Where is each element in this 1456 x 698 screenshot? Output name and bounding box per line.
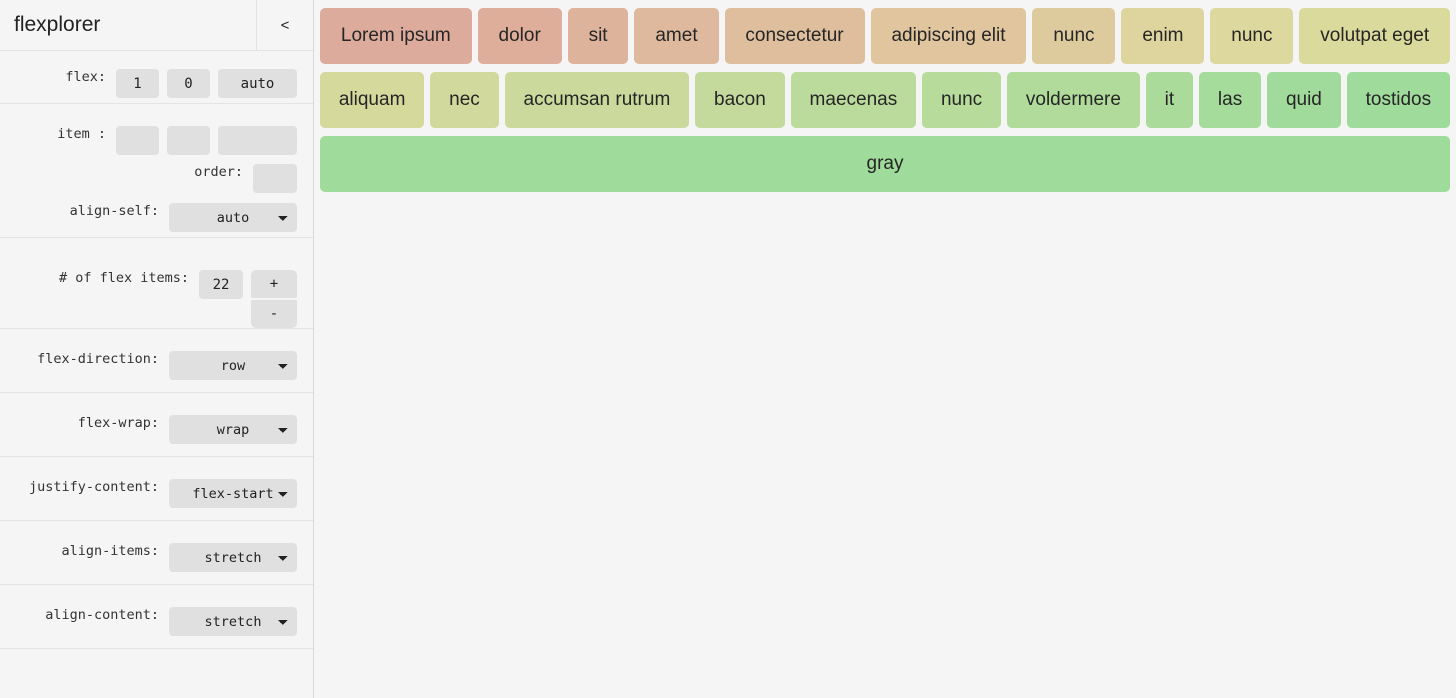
flex-item[interactable]: aliquam xyxy=(320,72,425,128)
flex-controls xyxy=(116,69,297,98)
flex-item[interactable]: consectetur xyxy=(724,8,865,64)
flex-basis-input[interactable] xyxy=(218,69,297,98)
align-items-select[interactable]: stretchflex-startflex-endcenterbaseline xyxy=(169,543,297,572)
flex-item[interactable]: enim xyxy=(1121,8,1205,64)
flex-direction-select[interactable]: rowrow-reversecolumncolumn-reverse xyxy=(169,351,297,380)
align-items-label: align-items: xyxy=(61,543,159,559)
item-grow-input[interactable] xyxy=(116,126,159,155)
item-shrink-input[interactable] xyxy=(167,126,210,155)
order-input[interactable] xyxy=(253,164,297,193)
flex-grow-input[interactable] xyxy=(116,69,159,98)
flex-item[interactable]: adipiscing elit xyxy=(870,8,1027,64)
item-label: item : xyxy=(57,126,106,142)
flex-item[interactable]: voldermere xyxy=(1007,72,1140,128)
item-controls xyxy=(116,126,297,155)
flex-direction-row: flex-direction: rowrow-reversecolumncolu… xyxy=(0,329,313,393)
order-controls xyxy=(253,164,297,193)
sidebar-header: flexplorer < xyxy=(0,0,313,51)
align-content-controls: stretchflex-startflex-endcenterspace-bet… xyxy=(169,607,297,636)
flex-item[interactable]: bacon xyxy=(695,72,785,128)
flex-item[interactable]: maecenas xyxy=(790,72,917,128)
flex-wrap-controls: nowrapwrapwrap-reverse xyxy=(169,415,297,444)
flex-item[interactable]: quid xyxy=(1267,72,1341,128)
increment-button[interactable]: + xyxy=(251,270,297,298)
flex-item[interactable]: nunc xyxy=(1210,8,1294,64)
align-self-select[interactable]: autoflex-startflex-endcenterbaselinestre… xyxy=(169,203,297,232)
flex-item[interactable]: nunc xyxy=(1032,8,1116,64)
flex-item[interactable]: Lorem ipsum xyxy=(320,8,472,64)
flex-label: flex: xyxy=(65,69,106,85)
flex-item[interactable]: accumsan rutrum xyxy=(504,72,690,128)
flex-item[interactable]: it xyxy=(1145,72,1194,128)
item-basis-input[interactable] xyxy=(218,126,297,155)
flex-item-count-input[interactable] xyxy=(199,270,243,299)
flex-item-count-row: # of flex items: + - xyxy=(0,238,313,329)
flex-item[interactable]: tostidos xyxy=(1346,72,1450,128)
justify-content-row: justify-content: flex-startflex-endcente… xyxy=(0,457,313,521)
flex-item-count-stepper: + - xyxy=(251,270,297,328)
justify-content-select[interactable]: flex-startflex-endcenterspace-betweenspa… xyxy=(169,479,297,508)
align-items-row: align-items: stretchflex-startflex-endce… xyxy=(0,521,313,585)
align-content-row: align-content: stretchflex-startflex-end… xyxy=(0,585,313,649)
justify-content-controls: flex-startflex-endcenterspace-betweenspa… xyxy=(169,479,297,508)
justify-content-label: justify-content: xyxy=(28,479,159,495)
align-content-select[interactable]: stretchflex-startflex-endcenterspace-bet… xyxy=(169,607,297,636)
align-self-label: align-self: xyxy=(69,203,159,219)
flex-item[interactable]: nec xyxy=(430,72,499,128)
flex-item[interactable]: las xyxy=(1199,72,1262,128)
flex-item[interactable]: gray xyxy=(320,136,1450,192)
flex-wrap-select[interactable]: nowrapwrapwrap-reverse xyxy=(169,415,297,444)
chevron-left-icon: < xyxy=(280,16,290,34)
app-title: flexplorer xyxy=(14,13,101,36)
order-row: order: xyxy=(0,155,313,195)
flex-item[interactable]: sit xyxy=(567,8,629,64)
sidebar: flexplorer < flex: item : orde xyxy=(0,0,314,698)
flex-item[interactable]: nunc xyxy=(922,72,1002,128)
flex-item[interactable]: amet xyxy=(634,8,719,64)
align-self-row: align-self: autoflex-startflex-endcenter… xyxy=(0,195,313,238)
align-self-controls: autoflex-startflex-endcenterbaselinestre… xyxy=(169,203,297,232)
flex-direction-label: flex-direction: xyxy=(37,351,159,367)
order-label: order: xyxy=(194,164,243,180)
flex-wrap-label: flex-wrap: xyxy=(77,415,159,431)
sidebar-collapse-button[interactable]: < xyxy=(256,0,313,51)
flex-item[interactable]: volutpat eget xyxy=(1299,8,1451,64)
align-content-label: align-content: xyxy=(45,607,159,623)
flex-shrink-input[interactable] xyxy=(167,69,210,98)
flex-direction-controls: rowrow-reversecolumncolumn-reverse xyxy=(169,351,297,380)
flex-shorthand-row: flex: xyxy=(0,51,313,104)
flex-item[interactable]: dolor xyxy=(477,8,562,64)
flex-item-count-label: # of flex items: xyxy=(58,270,189,286)
decrement-button[interactable]: - xyxy=(251,300,297,328)
align-items-controls: stretchflex-startflex-endcenterbaseline xyxy=(169,543,297,572)
item-row: item : xyxy=(0,104,313,155)
flex-wrap-row: flex-wrap: nowrapwrapwrap-reverse xyxy=(0,393,313,457)
flex-item-count-controls: + - xyxy=(199,270,297,328)
